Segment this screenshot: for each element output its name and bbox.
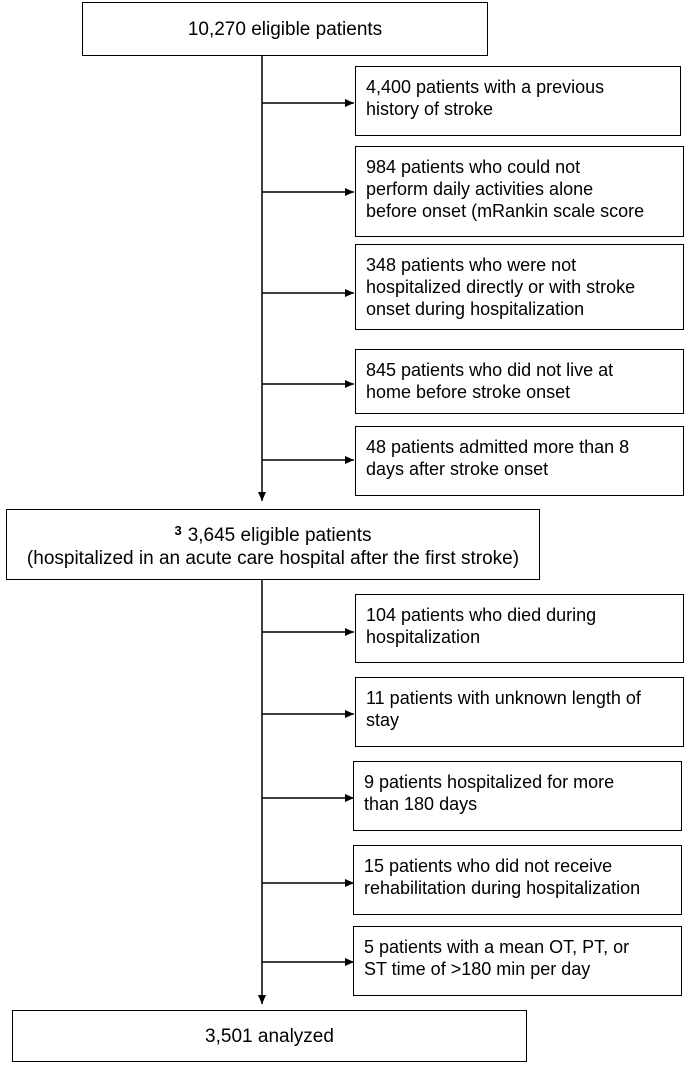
- exclusion-text: 984 patients who could not perform daily…: [366, 157, 645, 221]
- exclusion-text: 4,400 patients with a previous history o…: [366, 77, 605, 119]
- exclusion-text: 348 patients who were not hospitalized d…: [366, 255, 636, 319]
- exclusion-box-1-3: 348 patients who were not hospitalized d…: [355, 244, 684, 330]
- exclusion-text: 104 patients who died during hospitaliza…: [366, 605, 597, 647]
- exclusion-box-1-2: 984 patients who could not perform daily…: [355, 146, 684, 237]
- exclusion-box-1-4: 845 patients who did not live at home be…: [355, 349, 684, 414]
- exclusion-text: 5 patients with a mean OT, PT, or ST tim…: [364, 937, 630, 979]
- eligible-first-stroke-line1: 3 3,645 eligible patients: [174, 519, 371, 547]
- eligible-first-stroke-count: 3,645 eligible patients: [187, 525, 372, 546]
- analyzed-box: 3,501 analyzed: [12, 1010, 527, 1062]
- exclusion-box-2-2: 11 patients with unknown length of stay: [355, 677, 684, 747]
- eligible-first-stroke-line2: (hospitalized in an acute care hospital …: [26, 548, 520, 569]
- exclusion-text: 845 patients who did not live at home be…: [366, 360, 614, 402]
- exclusion-box-2-1: 104 patients who died during hospitaliza…: [355, 594, 684, 663]
- exclusion-text: 9 patients hospitalized for more than 18…: [364, 772, 615, 814]
- exclusion-text: 15 patients who did not receive rehabili…: [364, 856, 641, 898]
- exclusion-box-2-4: 15 patients who did not receive rehabili…: [353, 845, 682, 915]
- eligible-patients-box: 10,270 eligible patients: [82, 2, 488, 56]
- exclusion-text: 11 patients with unknown length of stay: [366, 688, 641, 730]
- exclusion-text: 48 patients admitted more than 8 days af…: [366, 437, 630, 479]
- exclusion-box-1-5: 48 patients admitted more than 8 days af…: [355, 426, 684, 496]
- eligible-first-stroke-box: 3 3,645 eligible patients (hospitalized i…: [6, 509, 540, 580]
- footnote-marker: 3: [174, 523, 182, 538]
- eligible-patients-text: 10,270 eligible patients: [187, 18, 383, 40]
- exclusion-box-2-5: 5 patients with a mean OT, PT, or ST tim…: [353, 926, 682, 996]
- analyzed-text: 3,501 analyzed: [205, 1025, 334, 1047]
- exclusion-box-2-3: 9 patients hospitalized for more than 18…: [353, 761, 682, 831]
- exclusion-box-1-1: 4,400 patients with a previous history o…: [355, 66, 681, 136]
